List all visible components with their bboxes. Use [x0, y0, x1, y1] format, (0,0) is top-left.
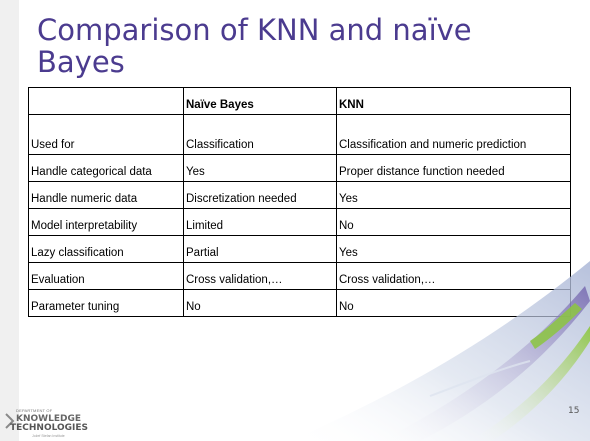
table-row: Handle numeric data Discretization neede…	[28, 181, 571, 209]
decorative-swoosh-graphic	[290, 261, 590, 441]
comparison-table: Naïve Bayes KNN Used for Classification …	[28, 87, 571, 317]
table-cell: Discretization needed	[183, 181, 337, 209]
header-cell	[28, 87, 184, 115]
table-cell: No	[183, 289, 337, 317]
header-cell: KNN	[336, 87, 571, 115]
logo-mark-icon	[5, 413, 15, 429]
row-label: Used for	[28, 114, 184, 155]
table-header-row: Naïve Bayes KNN	[28, 87, 571, 115]
table-cell: Classification	[183, 114, 337, 155]
row-label: Handle categorical data	[28, 154, 184, 182]
table-row: Handle categorical data Yes Proper dista…	[28, 154, 571, 182]
row-label: Parameter tuning	[28, 289, 184, 317]
logo-technologies: TECHNOLOGIES	[10, 423, 89, 433]
table-row: Model interpretability Limited No	[28, 208, 571, 236]
table-cell: Yes	[183, 154, 337, 182]
department-logo: DEPARTMENT OF KNOWLEDGE TECHNOLOGIES Jož…	[4, 406, 104, 438]
row-label: Lazy classification	[28, 235, 184, 263]
logo-institute: Jožef Stefan Institute	[32, 434, 65, 438]
table-row: Used for Classification Classification a…	[28, 114, 571, 155]
logo-department: DEPARTMENT OF	[16, 408, 53, 413]
table-cell: Classification and numeric prediction	[336, 114, 571, 155]
row-label: Handle numeric data	[28, 181, 184, 209]
left-margin-bar	[0, 0, 19, 441]
logo-knowledge: KNOWLEDGE	[16, 414, 81, 424]
header-cell: Naïve Bayes	[183, 87, 337, 115]
slide-number: 15	[568, 406, 580, 416]
table-cell: Proper distance function needed	[336, 154, 571, 182]
row-label: Evaluation	[28, 262, 184, 290]
table-cell: Yes	[336, 235, 571, 263]
table-row: Lazy classification Partial Yes	[28, 235, 571, 263]
row-label: Model interpretability	[28, 208, 184, 236]
table-cell: Yes	[336, 181, 571, 209]
table-cell: Cross validation,…	[183, 262, 337, 290]
slide-title: Comparison of KNN and naïve Bayes	[37, 13, 472, 79]
